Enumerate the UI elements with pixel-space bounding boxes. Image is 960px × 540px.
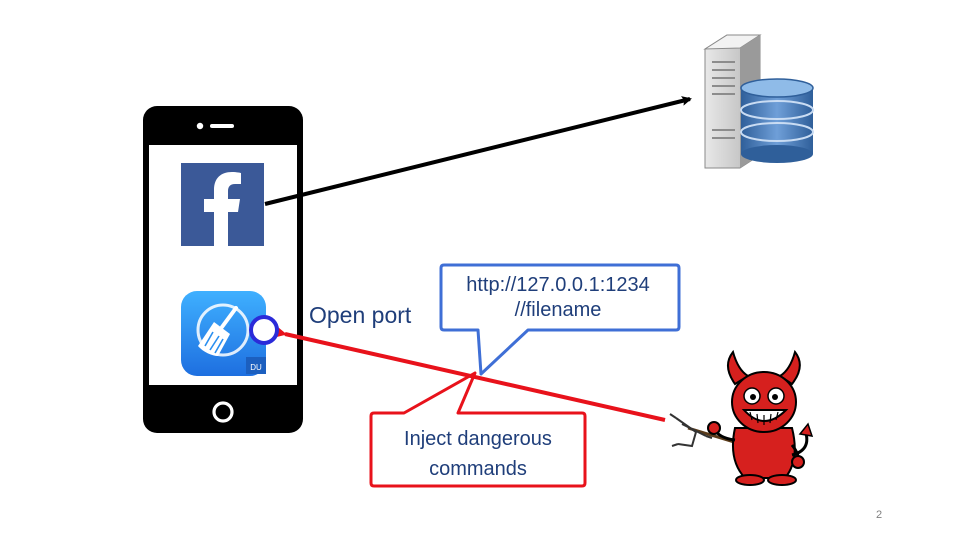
cleaner-app-icon: DU — [181, 291, 266, 376]
inject-line-2: commands — [429, 458, 527, 480]
facebook-to-server-arrow — [264, 96, 692, 206]
page-number: 2 — [876, 509, 883, 521]
url-callout — [439, 263, 681, 376]
devil-attacker-icon — [669, 349, 814, 486]
database-server-icon — [703, 34, 814, 169]
url-line-1: http://127.0.0.1:1234 — [466, 274, 650, 296]
url-callout-text: http://127.0.0.1:1234 //filename — [448, 273, 668, 323]
smartphone-icon — [143, 106, 303, 433]
inject-callout — [369, 371, 587, 488]
inject-callout-text: Inject dangerous commands — [378, 424, 578, 484]
open-port-circle — [249, 315, 279, 345]
facebook-app-icon — [181, 163, 264, 246]
svg-text:DU: DU — [250, 363, 262, 372]
open-port-label: Open port — [309, 302, 412, 328]
inject-line-1: Inject dangerous — [404, 428, 552, 450]
attack-arrow — [273, 325, 666, 422]
url-line-2: //filename — [514, 299, 602, 321]
